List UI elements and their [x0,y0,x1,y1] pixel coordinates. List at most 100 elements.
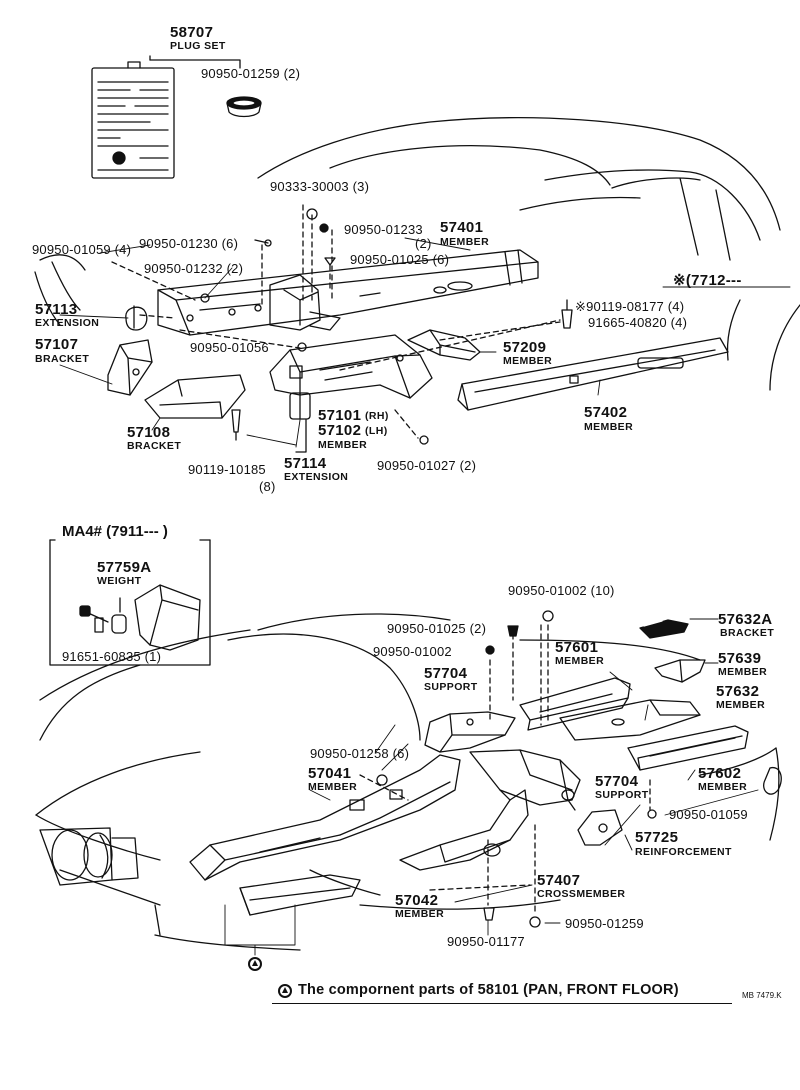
reinforcement-57725-label: REINFORCEMENT [635,846,732,858]
part-90333-30003-3: 90333-30003 (3) [270,179,370,194]
lower-assembly-lines [359,624,651,916]
headlights [39,827,139,886]
member-57041-number: 57041 [308,765,352,782]
member-57639-part [654,659,706,683]
diagram-code: MB 7479.K [742,991,782,1000]
part-90950-01027-2: 90950-01027 (2) [377,458,477,473]
bracket-57108-number: 57108 [127,424,171,441]
bracket-57107-part [107,339,153,396]
lower-fasteners [376,610,782,928]
member-57632-label: MEMBER [716,699,766,711]
member-57639-label: MEMBER [718,666,768,678]
part-90119-10185: 90119-10185 [188,462,266,477]
part-90950-01025-2: 90950-01025 (2) [387,621,487,636]
part-90950-01059: 90950-01059 [669,807,748,822]
member-57632-part [559,699,701,741]
part-90950-01233-qty: (2) [415,236,432,251]
member-57102-number: 57102 [318,422,362,439]
part-90950-01259-2: 90950-01259 (2) [201,66,301,81]
bracket-57632a-part [639,619,689,639]
member-57101-label: MEMBER [318,439,368,451]
member-57401-number: 57401 [440,219,484,236]
inset-title: MA4# (7911--- ) [62,523,168,540]
bracket-57108-part [144,374,246,419]
part-90950-01025-6: 90950-01025 (6) [350,252,450,267]
member-57602-number: 57602 [698,765,742,782]
extension-57114-number: 57114 [284,455,327,472]
weight-57759a-number: 57759A [97,559,152,576]
member-57041-label: MEMBER [308,781,358,793]
component-marker-icon-footer [278,984,292,998]
plug-set-label: PLUG SET [170,40,226,52]
ma4-inset-box [49,539,211,666]
extension-57114-part [289,392,311,453]
support-57704-label-a: SUPPORT [424,681,478,693]
member-57042-number: 57042 [395,892,439,909]
part-90950-01059-4: 90950-01059 (4) [32,242,132,257]
footer-note: The compornent parts of 58101 (PAN, FRON… [298,982,679,998]
member-57101-part [269,334,433,399]
member-57101-number: 57101 [318,407,362,424]
member-57601-number: 57601 [555,639,599,656]
member-57402-part [457,337,729,411]
frame-member-57041-part [189,754,461,881]
bracket-57107-label: BRACKET [35,353,90,365]
side-member-57401 [157,249,539,336]
part-90119-10185-qty: (8) [259,479,276,494]
bracket-57107-number: 57107 [35,336,79,353]
member-57102-lh: (LH) [365,425,388,437]
part-90950-01233: 90950-01233 [344,222,423,237]
member-57602-label: MEMBER [698,781,748,793]
member-57402-number: 57402 [584,404,628,421]
lower-leaders [224,618,759,956]
plug-set-number: 58707 [170,24,214,41]
member-57401-label: MEMBER [440,236,490,248]
support-57704-number-b: 57704 [595,773,639,790]
extension-57113-number: 57113 [35,301,78,318]
fender-curves-upper [34,254,86,326]
part-90119-08177-4: ※90119-08177 (4) [575,299,685,314]
extension-57113-part [125,305,148,331]
member-57601-part [519,677,631,731]
reinforcement-57725-number: 57725 [635,829,679,846]
part-90950-01258-6: 90950-01258 (6) [310,746,410,761]
part-91651-60835-1: 91651-60835 (1) [62,649,162,664]
part-90950-01259: 90950-01259 [565,916,644,931]
grommet-plug [226,96,262,118]
crossmember-57407-label: CROSSMEMBER [537,888,626,900]
member-57101-rh: (RH) [365,410,389,422]
support-57704-number-a: 57704 [424,665,468,682]
car-body-outline-lower [35,613,780,951]
component-marker-icon [248,957,262,971]
member-57632-number: 57632 [716,683,760,700]
member-57639-number: 57639 [718,650,762,667]
upper-leaders [59,237,791,448]
member-57602-part [627,725,749,771]
bracket-57108-label: BRACKET [127,440,182,452]
footer-underline [272,1003,732,1004]
part-90950-01002-10: 90950-01002 (10) [508,583,615,598]
member-57042-label: MEMBER [395,908,445,920]
support-57704-part-a [424,711,516,753]
part-90950-01177: 90950-01177 [447,934,525,949]
crossmember-57407-number: 57407 [537,872,581,889]
part-90950-01232-2: 90950-01232 (2) [144,261,244,276]
member-57209-number: 57209 [503,339,547,356]
bracket-57632a-label: BRACKET [720,627,775,639]
frame-member-57042-part [239,874,361,916]
upper-fasteners [231,208,573,445]
crossmember-57407-part [399,749,581,871]
part-90950-01056: 90950-01056 [190,340,269,355]
weight-57759a-label: WEIGHT [97,575,142,587]
bracket-57632a-number: 57632A [718,611,773,628]
part-91665-40820-4: 91665-40820 (4) [588,315,688,330]
car-body-outline-upper [257,117,800,391]
member-57402-label: MEMBER [584,421,634,433]
part-90950-01002: 90950-01002 [373,644,452,659]
part-90950-01230-6: 90950-01230 (6) [139,236,239,251]
extension-57113-label: EXTENSION [35,317,100,329]
extension-57114-label: EXTENSION [284,471,349,483]
support-57704-label-b: SUPPORT [595,789,649,801]
series-7712-label: ※(7712--- [673,272,742,289]
